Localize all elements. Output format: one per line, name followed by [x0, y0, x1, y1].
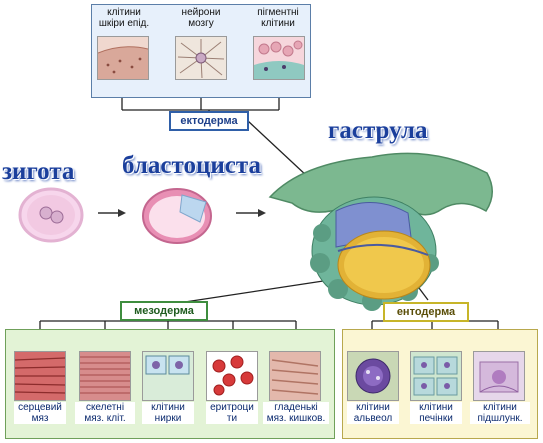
mesoderm-label: мезодерма	[120, 301, 208, 321]
blastocyst-illustration	[142, 188, 212, 244]
pancreas-cells-image	[473, 351, 525, 401]
blastocyst-title: бластоциста	[122, 152, 261, 179]
heart-muscle-image	[14, 351, 66, 401]
zygote-illustration	[18, 187, 84, 243]
kidney-cells-image	[142, 351, 194, 401]
liver-cells-image	[410, 351, 462, 401]
gastrula-illustration	[268, 152, 493, 311]
skin-cells-image	[97, 36, 149, 80]
neuron-cells-image	[175, 36, 227, 80]
ectoderm-label: ектодерма	[169, 111, 249, 131]
gastrula-title: гаструла	[328, 117, 428, 144]
pigment-cells-image	[253, 36, 305, 80]
erythrocytes-image	[206, 351, 258, 401]
smooth-muscle-image	[269, 351, 321, 401]
zygote-title: зигота	[2, 158, 75, 185]
skeletal-muscle-image	[79, 351, 131, 401]
alveoli-cells-image	[347, 351, 399, 401]
endoderm-label: ентодерма	[383, 302, 469, 322]
